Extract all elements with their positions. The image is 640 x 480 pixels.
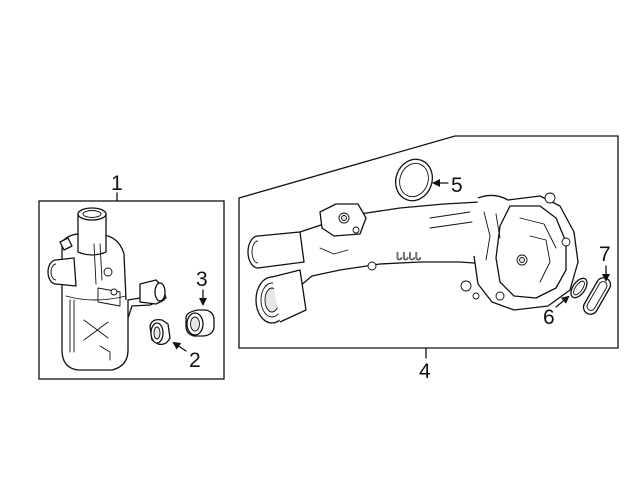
leader-arrow-2 — [172, 341, 187, 352]
callout-3: 3 — [196, 268, 208, 291]
callout-2: 2 — [189, 349, 201, 372]
small-o-ring-part-6 — [570, 277, 588, 299]
group-box-4 — [238, 135, 619, 349]
large-o-ring-part-5 — [394, 158, 434, 202]
callout-7: 7 — [599, 243, 611, 266]
thermostat-housing-part: ᒐᒐᒐᒐ — [247, 192, 579, 324]
o-ring-part-2 — [149, 318, 171, 346]
group-box-1 — [38, 200, 225, 380]
housing-raised-lettering: ᒐᒐᒐᒐ — [396, 252, 421, 263]
leader-arrow-6 — [555, 295, 570, 308]
callout-5: 5 — [451, 174, 463, 197]
pump-part — [47, 207, 167, 371]
callout-6: 6 — [543, 306, 555, 329]
seal-part-3 — [185, 309, 215, 337]
callout-1: 1 — [111, 172, 123, 195]
callout-4: 4 — [419, 360, 431, 383]
